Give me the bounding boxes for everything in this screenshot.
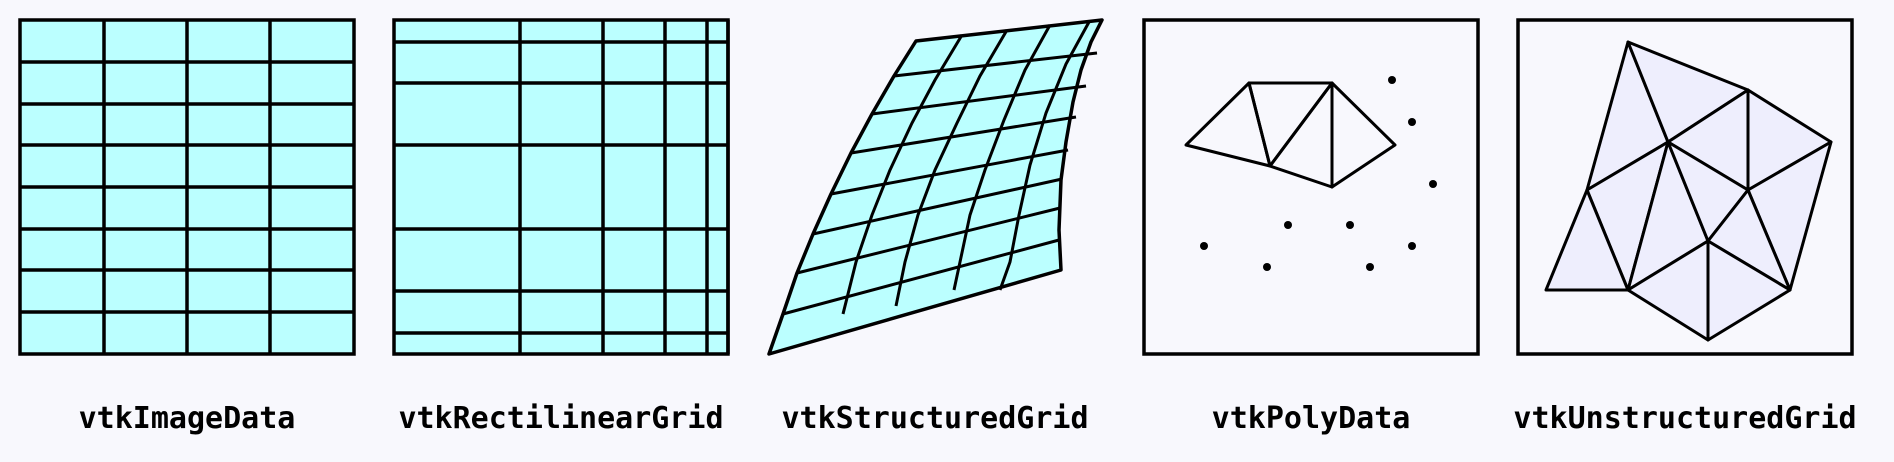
poly-data-panel [1142, 18, 1480, 356]
structured-grid-panel [767, 18, 1104, 356]
poly-vertex [1408, 118, 1416, 126]
poly-data-vertices [1200, 76, 1437, 271]
structured-grid-label: vtkStructuredGrid [781, 401, 1089, 436]
grid-line-row [893, 51, 1098, 78]
poly-triangle [1330, 81, 1397, 189]
grid-line-column [894, 29, 1009, 307]
image-data-panel [18, 18, 356, 356]
unstructured-grid-panel [1516, 18, 1854, 356]
poly-vertex [1366, 263, 1374, 271]
image-data-label: vtkImageData [78, 401, 296, 436]
grid-line-row [871, 84, 1087, 116]
poly-data-cells [1184, 81, 1397, 189]
poly-vertex [1346, 221, 1354, 229]
poly-data-frame [1142, 18, 1480, 356]
poly-vertex [1429, 180, 1437, 188]
poly-vertex [1388, 76, 1396, 84]
structured-grid-lines [782, 21, 1098, 316]
poly-vertex [1284, 221, 1292, 229]
rectilinear-grid-lines [394, 20, 730, 354]
grid-line-column [952, 24, 1052, 291]
poly-vertex [1263, 263, 1271, 271]
grid-line-column [998, 21, 1091, 291]
unstructured-grid-label: vtkUnstructuredGrid [1513, 401, 1857, 436]
grid-line-column [841, 34, 964, 315]
rectilinear-grid-panel [392, 18, 730, 356]
image-data-grid-lines [20, 20, 354, 354]
unstructured-cell [1544, 188, 1630, 292]
grid-line-row [796, 206, 1061, 275]
grid-line-row [850, 115, 1077, 155]
structured-grid-outline [767, 18, 1104, 356]
grid-line-row [812, 177, 1063, 236]
poly-vertex [1200, 242, 1208, 250]
rectilinear-grid-frame [392, 18, 730, 356]
unstructured-grid-cells [1544, 40, 1833, 342]
rectilinear-grid-label: vtkRectilinearGrid [398, 401, 724, 436]
grid-line-row [830, 148, 1069, 196]
poly-data-label: vtkPolyData [1211, 401, 1411, 436]
unstructured-cell [1706, 239, 1792, 342]
poly-vertex [1408, 242, 1416, 250]
